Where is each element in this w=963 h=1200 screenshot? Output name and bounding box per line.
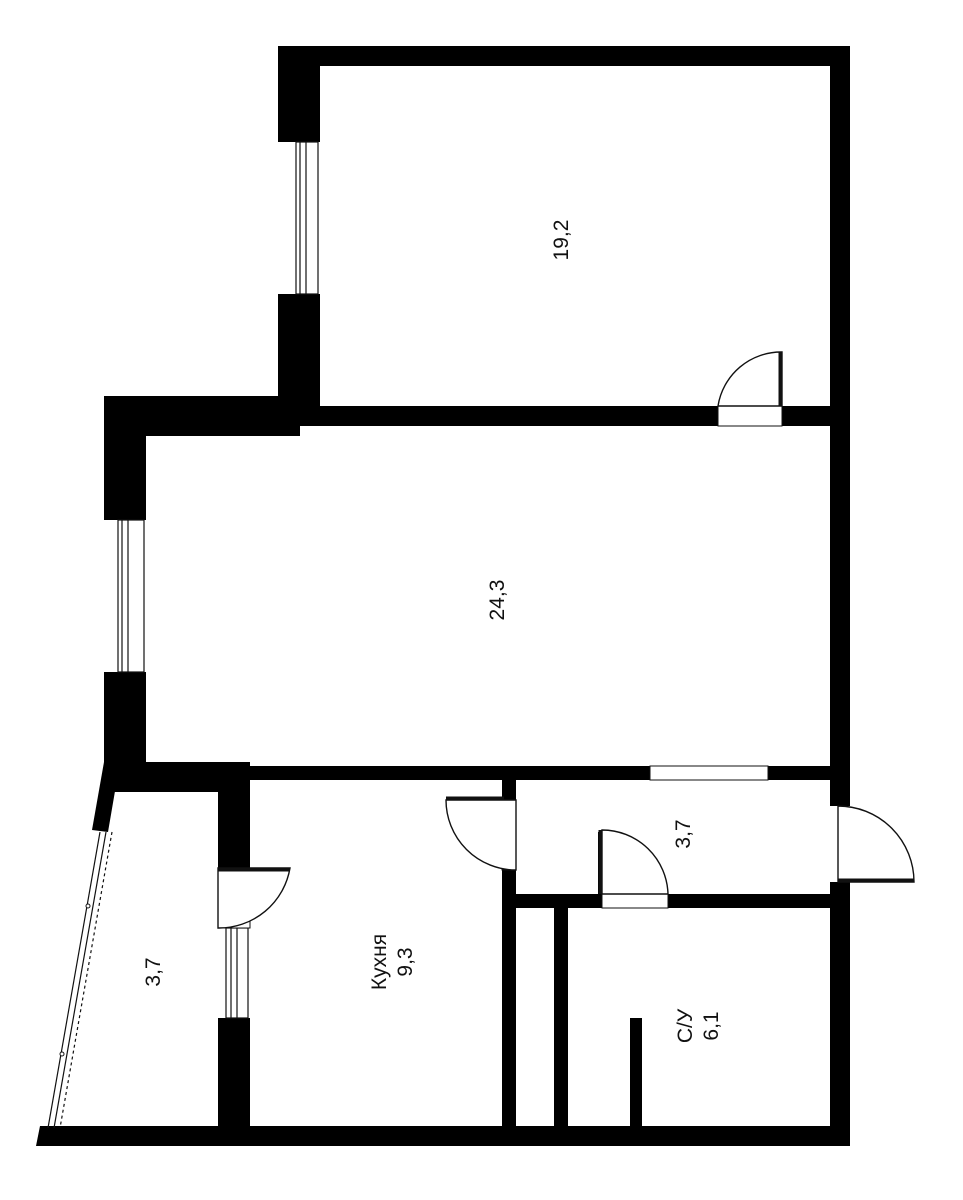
room-area-kitchen: 9,3 [394,947,417,976]
wall-bathroom-stub [630,1018,642,1146]
bathroom-door [598,829,669,909]
wall-loggia-south-tip [36,1126,56,1146]
wall-living-west-upper [104,396,146,520]
wall-loggia-corner [92,762,120,832]
wall-hall-south-west [502,894,602,908]
room-label-bathroom: С/У 6,1 [674,1008,723,1043]
windows [47,141,769,1129]
wall-bedroom-living-west [278,406,718,426]
wall-living-south-east [768,766,832,780]
room-label-bedroom: 19,2 [550,220,573,261]
wall-shaft-left [502,894,516,1146]
entrance-door [837,805,915,883]
living-hall-opening [649,765,769,781]
wall-south [40,1126,850,1146]
room-area-bedroom: 19,2 [550,220,573,261]
room-name-kitchen: Кухня [368,934,391,990]
bedroom-window [295,141,319,295]
room-label-living-room: 24,3 [486,580,509,621]
room-name-bathroom: С/У [674,1008,697,1043]
wall-hall-east-upper [830,780,850,806]
wall-bedroom-living-east [782,406,832,426]
wall-shaft-right [554,894,568,1146]
wall-east [830,46,850,1146]
doors [217,351,915,929]
wall-kitchen-east-top [502,780,516,800]
room-area-bathroom: 6,1 [700,1011,723,1040]
kitchen-window [225,927,249,1019]
wall-hall-south-east [668,894,832,908]
loggia-door [217,867,291,929]
wall-kitchen-west-lower [218,1018,250,1144]
room-label-hallway: 3,7 [672,819,695,848]
wall-kitchen-west-upper [218,780,250,868]
wall-north [278,46,850,66]
room-area-loggia: 3,7 [142,957,165,986]
room-labels: 19,2 24,3 3,7 Кухня 9,3 3,7 С/У 6,1 [142,220,723,1044]
living-room-window [117,519,145,673]
room-area-living-room: 24,3 [486,580,509,621]
wall-bedroom-west-upper [278,46,320,142]
loggia-glazing [47,831,113,1129]
bedroom-door [717,351,783,427]
kitchen-door [445,796,517,871]
wall-living-south-mid [248,766,650,780]
room-label-loggia: 3,7 [142,957,165,986]
room-area-hallway: 3,7 [672,819,695,848]
room-label-kitchen: Кухня 9,3 [368,934,417,990]
